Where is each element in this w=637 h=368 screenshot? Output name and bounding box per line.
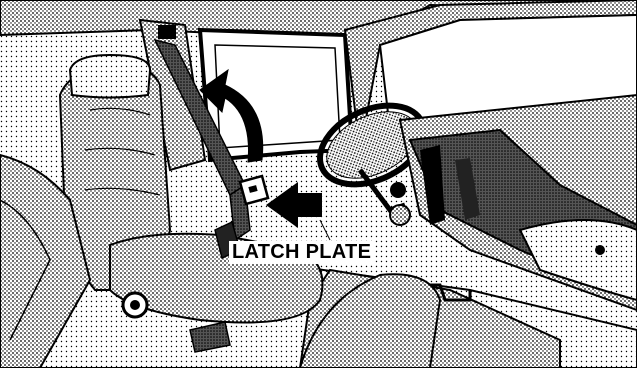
latch-plate-label: LATCH PLATE [229, 241, 374, 264]
headrest [70, 55, 150, 98]
